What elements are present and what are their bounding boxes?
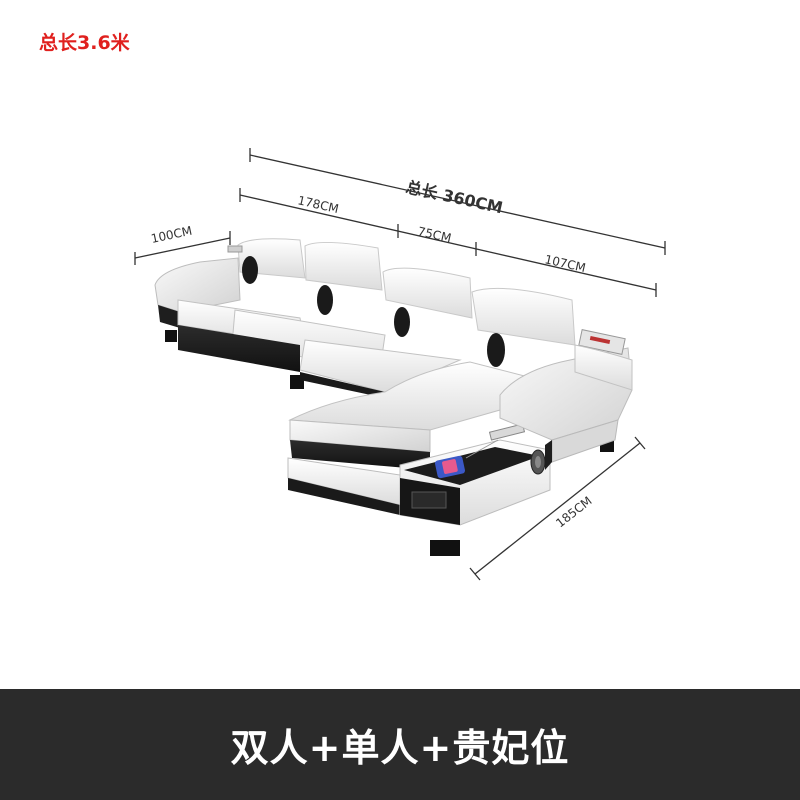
dim-left-arm: 100CM [150, 224, 194, 246]
total-length-line [249, 154, 666, 249]
dim-chaise-depth: 185CM [553, 494, 594, 531]
segment-line [239, 194, 657, 291]
footer-banner: 双人+单人+贵妃位 [0, 689, 800, 800]
speaker-icon [530, 449, 546, 475]
sofa-dimension-diagram: 总长 360CM 178CM 75CM 107CM 100CM 185CM [134, 148, 666, 581]
dim-single-seat: 75CM [416, 224, 452, 245]
arm-width-line [134, 237, 231, 259]
wireless-charger-icon [434, 455, 466, 479]
dim-chaise-width: 107CM [543, 252, 587, 275]
sofa-illustration [154, 238, 633, 556]
headline: 总长3.6米 [39, 32, 130, 54]
dimension-lines [134, 148, 666, 581]
product-scene: 总长 360CM 178CM 75CM 107CM 100CM 185CM [134, 148, 666, 581]
footer-label: 双人+单人+贵妃位 [230, 726, 570, 770]
chaise-depth-line [474, 442, 641, 575]
dim-total: 总长 360CM [404, 177, 504, 217]
